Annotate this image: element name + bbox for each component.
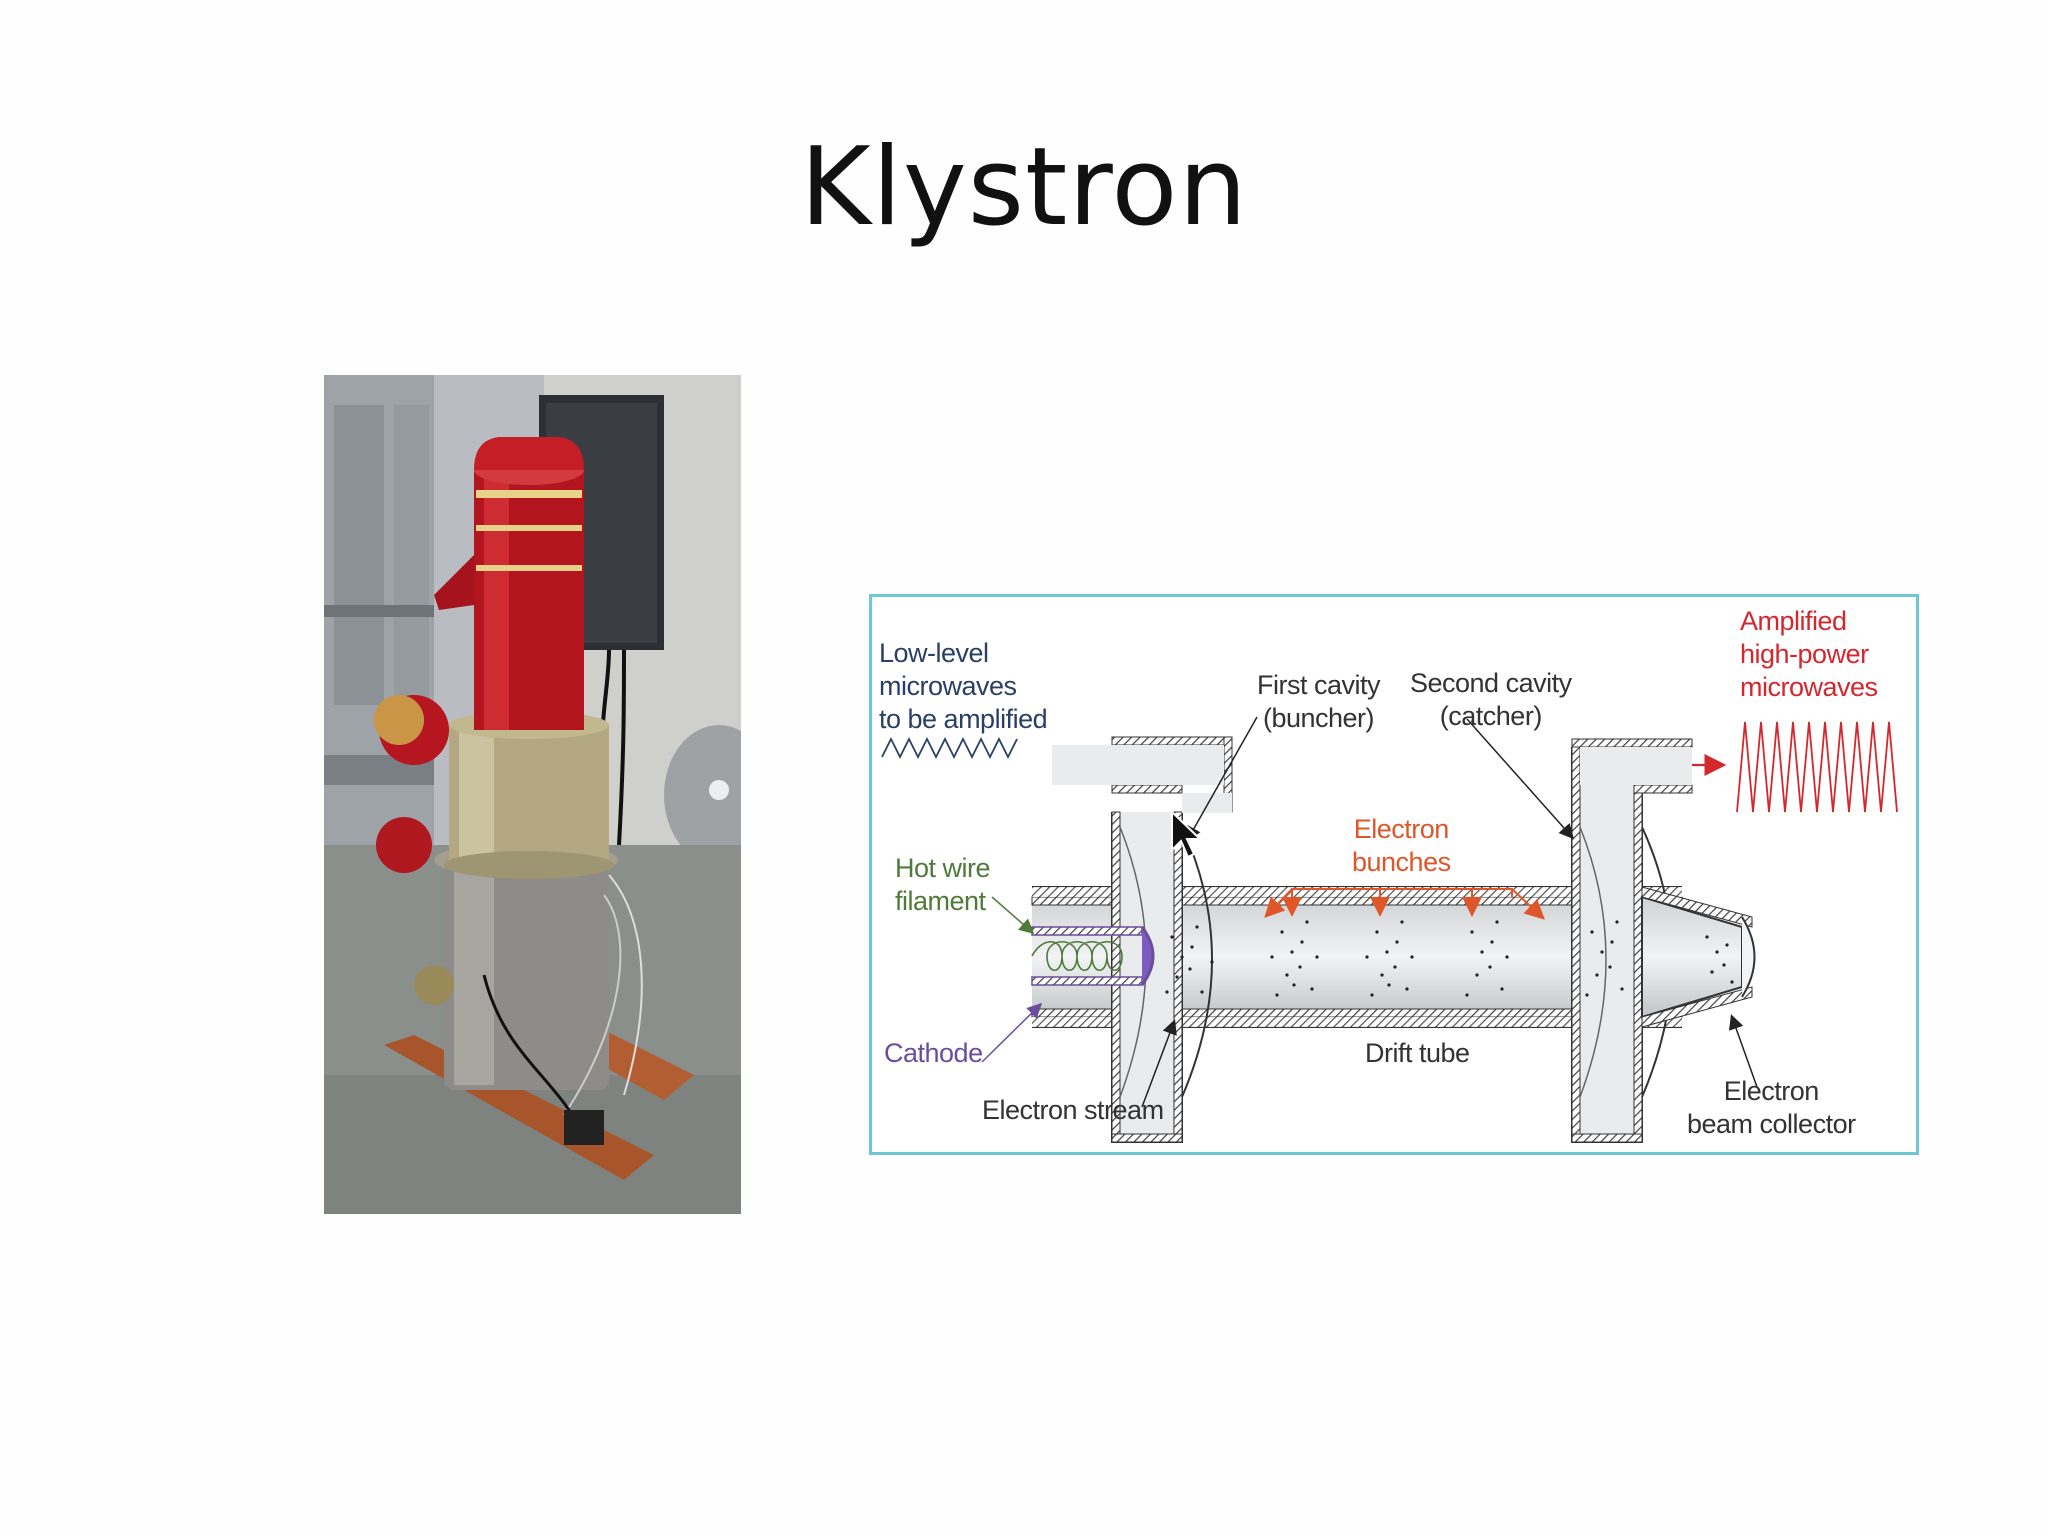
first-cavity-label: First cavity (buncher) (1257, 670, 1381, 733)
output-label: Amplified high-power microwaves (1740, 606, 1878, 702)
electron-bunch-6 (1705, 935, 1734, 984)
klystron-photo (324, 375, 741, 1214)
collector-label: Electron beam collector (1687, 1076, 1856, 1139)
electron-bunch-1 (1165, 925, 1214, 994)
electron-bunch-2 (1270, 920, 1319, 997)
input-wave-icon (881, 736, 1018, 760)
second-cavity-label: Second cavity (catcher) (1410, 668, 1572, 731)
slide-title: Klystron (800, 125, 1248, 250)
electron-bunch-5 (1585, 920, 1624, 997)
input-label: Low-level microwaves to be amplified (879, 638, 1048, 734)
drift-tube-label: Drift tube (1365, 1038, 1470, 1068)
electron-bunch-4 (1465, 920, 1509, 997)
klystron-diagram: Low-level microwaves to be amplified Fir… (869, 594, 1919, 1155)
electron-bunch-3 (1365, 920, 1414, 997)
output-wave-icon (1736, 721, 1898, 813)
cathode-label: Cathode (884, 1038, 983, 1068)
electron-stream-label: Electron stream (982, 1095, 1164, 1125)
mouse-cursor-icon (1171, 810, 1203, 859)
electron-bunches-label: Electron bunches (1352, 814, 1451, 877)
filament-label: Hot wire filament (895, 853, 991, 916)
